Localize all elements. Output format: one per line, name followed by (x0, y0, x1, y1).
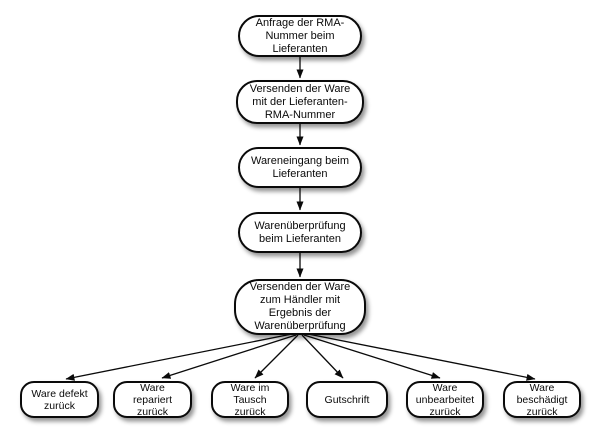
node-wareneingang: Wareneingang beim Lieferanten (238, 147, 362, 188)
node-ware-unbearbeitet: Ware unbearbeitet zurück (406, 381, 484, 418)
node-ware-defekt: Ware defekt zurück (20, 381, 99, 418)
edge-arrow-5-defekt (65, 333, 293, 381)
node-versenden-ware-lieferant: Versenden der Ware mit der Lieferanten- … (236, 80, 364, 124)
node-anfrage-rma-nummer: Anfrage der RMA- Nummer beim Lieferanten (238, 15, 362, 57)
node-gutschrift: Gutschrift (306, 381, 388, 418)
edge-arrow-5-tausch (254, 334, 299, 379)
edge-arrow-5-gutschrift (301, 334, 344, 379)
node-warenueberpruefung: Warenüberprüfung beim Lieferanten (238, 212, 362, 253)
node-versenden-ware-haendler: Versenden der Ware zum Händler mit Ergeb… (234, 279, 366, 335)
edge-arrow-5-repariert (161, 334, 297, 379)
edge-arrow-5-beschaedigt (307, 333, 536, 381)
node-ware-beschaedigt: Ware beschädigt zurück (503, 381, 581, 418)
edge-arrow-5-unbearbeitet (303, 334, 441, 379)
node-ware-repariert: Ware repariert zurück (113, 381, 192, 418)
node-ware-im-tausch: Ware im Tausch zurück (211, 381, 289, 418)
